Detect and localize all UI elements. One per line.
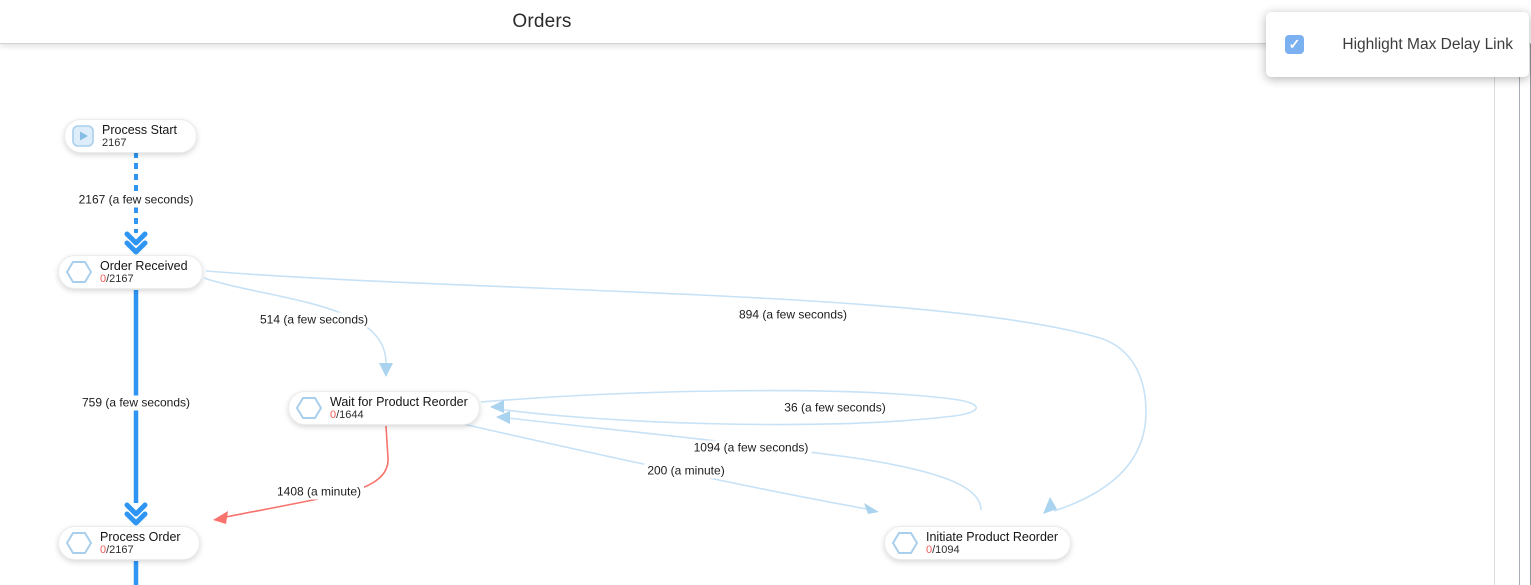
double-chevron-arrow-icon — [124, 502, 148, 517]
hexagon-icon — [66, 531, 92, 555]
node-label: Order Received — [100, 259, 188, 273]
double-chevron-arrow-icon — [124, 240, 148, 255]
panel-divider-line — [1519, 0, 1520, 585]
node-label: Initiate Product Reorder — [926, 530, 1059, 544]
edge-label: 514 (a few seconds) — [256, 312, 372, 328]
node-wait-for-product-reorder[interactable]: Wait for Product Reorder 0/1644 — [288, 391, 480, 425]
options-panel: ✓ Highlight Max Delay Link — [1266, 12, 1529, 77]
double-chevron-arrow-icon — [124, 511, 148, 526]
play-icon — [72, 125, 94, 147]
checkmark-icon: ✓ — [1288, 36, 1301, 52]
arrowhead-icon — [490, 400, 504, 413]
edge-label: 759 (a few seconds) — [78, 395, 194, 411]
node-count: 0/1094 — [926, 544, 960, 556]
edge-label: 36 (a few seconds) — [781, 400, 889, 416]
node-count: 0/1644 — [330, 409, 364, 421]
node-count: 0/2167 — [100, 273, 134, 285]
edge-received-to-initiate — [205, 270, 1147, 512]
node-order-received[interactable]: Order Received 0/2167 — [58, 255, 203, 289]
scrollbar-track-line[interactable] — [1494, 44, 1495, 585]
highlight-max-delay-checkbox[interactable]: ✓ — [1285, 35, 1304, 54]
arrowhead-icon — [213, 511, 228, 524]
hexagon-icon — [296, 396, 322, 420]
hexagon-icon — [66, 260, 92, 284]
node-label: Wait for Product Reorder — [330, 395, 468, 409]
arrowhead-icon — [496, 411, 510, 424]
checkbox-label[interactable]: Highlight Max Delay Link — [1342, 35, 1513, 53]
node-initiate-product-reorder[interactable]: Initiate Product Reorder 0/1094 — [884, 526, 1071, 560]
node-count: 0/2167 — [100, 544, 134, 556]
arrowhead-icon — [1043, 497, 1057, 514]
edge-label: 894 (a few seconds) — [735, 307, 851, 323]
edge-wait-self-loop — [480, 389, 977, 426]
arrowhead-icon — [864, 503, 879, 514]
edge-initiate-to-wait — [507, 417, 982, 511]
arrowhead-icon — [379, 363, 393, 377]
edge-label: 1408 (a minute) — [273, 484, 365, 500]
node-label: Process Order — [100, 530, 181, 544]
hexagon-icon — [892, 531, 918, 555]
edge-label: 2167 (a few seconds) — [75, 192, 197, 208]
node-count: 2167 — [102, 137, 127, 149]
node-process-order[interactable]: Process Order 0/2167 — [58, 526, 200, 560]
edge-label: 200 (a minute) — [644, 463, 728, 479]
double-chevron-arrow-icon — [124, 231, 148, 246]
edge-received-to-wait — [203, 277, 387, 364]
edge-wait-to-process-max-delay — [225, 425, 389, 518]
node-process-start[interactable]: Process Start 2167 — [64, 119, 197, 153]
page-title: Orders — [512, 10, 572, 32]
edge-label: 1094 (a few seconds) — [690, 440, 812, 456]
node-label: Process Start — [102, 123, 178, 137]
